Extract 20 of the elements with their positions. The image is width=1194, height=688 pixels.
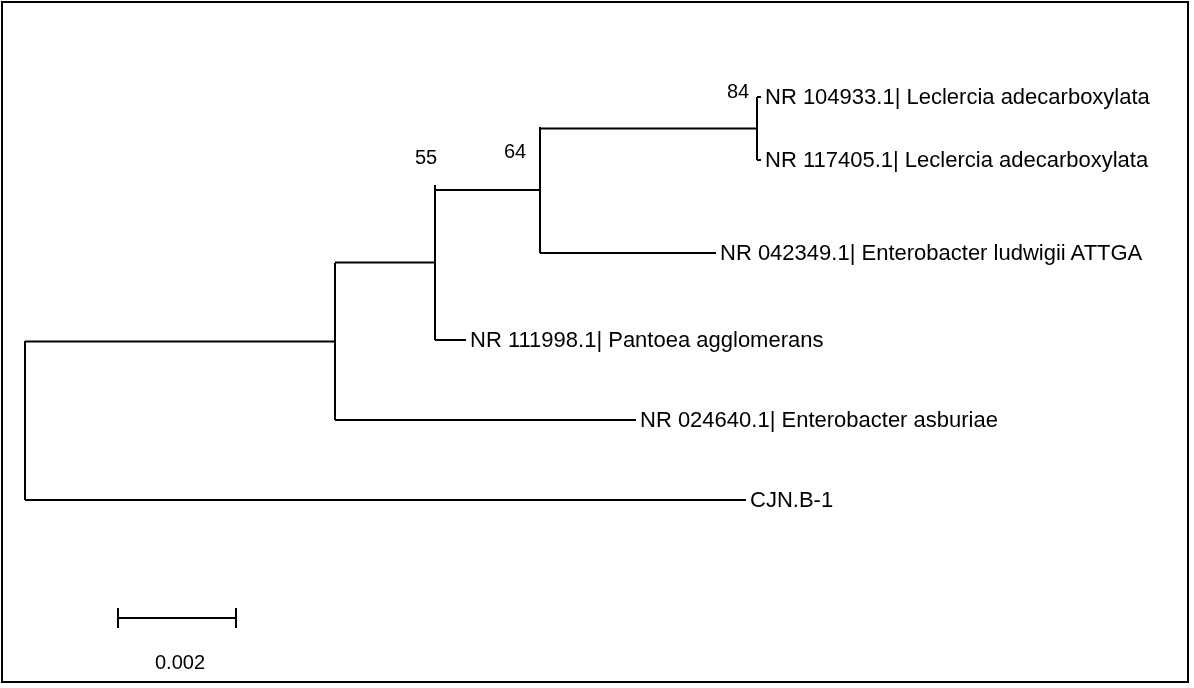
branch-line (434, 189, 541, 191)
branch-line (334, 419, 637, 421)
branch-line (334, 261, 436, 264)
taxon-label: NR 111998.1| Pantoea agglomerans (470, 326, 824, 354)
branch-line (24, 499, 747, 501)
bootstrap-value: 55 (415, 145, 438, 169)
branch-line (539, 127, 758, 130)
branch-line (24, 340, 336, 343)
bootstrap-value: 84 (727, 79, 750, 103)
taxon-label: NR 024640.1| Enterobacter asburiae (640, 406, 998, 434)
taxon-label: NR 042349.1| Enterobacter ludwigii ATTGA (720, 239, 1143, 267)
bootstrap-value: 64 (504, 139, 527, 163)
taxon-label: CJN.B-1 (750, 486, 834, 514)
branch-line (434, 339, 467, 341)
scale-value: 0.002 (155, 650, 206, 674)
branch-line (539, 252, 717, 254)
branch-line (756, 159, 762, 161)
branch-line (756, 96, 762, 98)
taxon-label: NR 117405.1| Leclercia adecarboxylata (765, 146, 1149, 174)
taxon-label: NR 104933.1| Leclercia adecarboxylata (765, 83, 1150, 111)
